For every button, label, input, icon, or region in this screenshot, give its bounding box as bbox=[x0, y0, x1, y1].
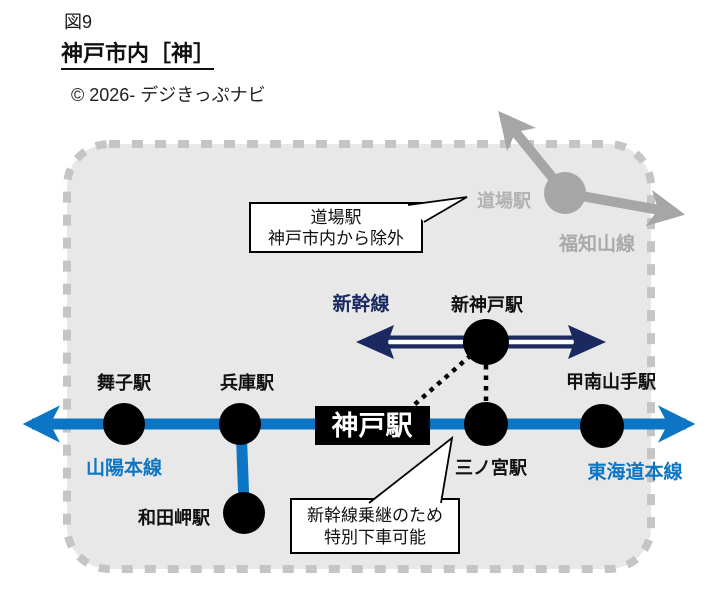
station-dot-dojo bbox=[544, 172, 586, 214]
station-label-konan-yamate: 甲南山手駅 bbox=[566, 371, 657, 392]
station-dot-konan-yamate bbox=[580, 404, 624, 448]
callout-dojo-pointer bbox=[407, 196, 468, 223]
callout-special-alight-line1: 新幹線乗継のため bbox=[307, 505, 443, 525]
figure-number: 図9 bbox=[64, 12, 92, 32]
copyright-notice: © 2026- デジきっぷナビ bbox=[71, 85, 266, 105]
station-label-shin-kobe: 新神戸駅 bbox=[451, 294, 524, 315]
callout-dojo-line2: 神戸市内から除外 bbox=[268, 229, 404, 248]
station-label-wadamisaki: 和田岬駅 bbox=[138, 508, 211, 528]
callout-dojo-line1: 道場駅 bbox=[311, 208, 362, 227]
callout-special-alight-line2: 特別下車可能 bbox=[324, 528, 426, 547]
line-label-fukuchiyama: 福知山線 bbox=[558, 232, 635, 255]
station-label-dojo: 道場駅 bbox=[477, 190, 532, 211]
callout-special-alight: 新幹線乗継のため 特別下車可能 bbox=[290, 435, 460, 554]
station-dot-sannomiya bbox=[464, 402, 508, 446]
line-label-tokaido-main: 東海道本線 bbox=[587, 460, 682, 483]
callout-special-alight-pointer bbox=[368, 435, 454, 504]
station-dot-maiko bbox=[103, 403, 145, 445]
station-label-kobe: 神戸駅 bbox=[332, 411, 413, 441]
city-zone-area bbox=[63, 140, 655, 573]
shinkansen-arrowhead-left bbox=[356, 325, 394, 359]
station-dot-wadamisaki bbox=[223, 492, 265, 534]
callout-dojo-exclusion: 道場駅 神戸市内から除外 bbox=[249, 196, 468, 253]
shinkansen-arrowhead-right bbox=[568, 325, 606, 359]
line-label-shinkansen: 新幹線 bbox=[332, 292, 389, 315]
kobe-station-box bbox=[315, 406, 430, 445]
station-dot-hyogo bbox=[219, 403, 261, 445]
station-label-hyogo: 兵庫駅 bbox=[220, 372, 275, 393]
page-title: 神戸市内［神］ bbox=[61, 41, 215, 66]
transfer-dotted-link-kobe bbox=[404, 340, 488, 414]
station-label-sannomiya: 三ノ宮駅 bbox=[455, 457, 528, 478]
line-label-sanyo-main: 山陽本線 bbox=[86, 456, 162, 479]
station-label-maiko: 舞子駅 bbox=[97, 372, 152, 393]
station-dot-shin-kobe bbox=[463, 319, 509, 365]
